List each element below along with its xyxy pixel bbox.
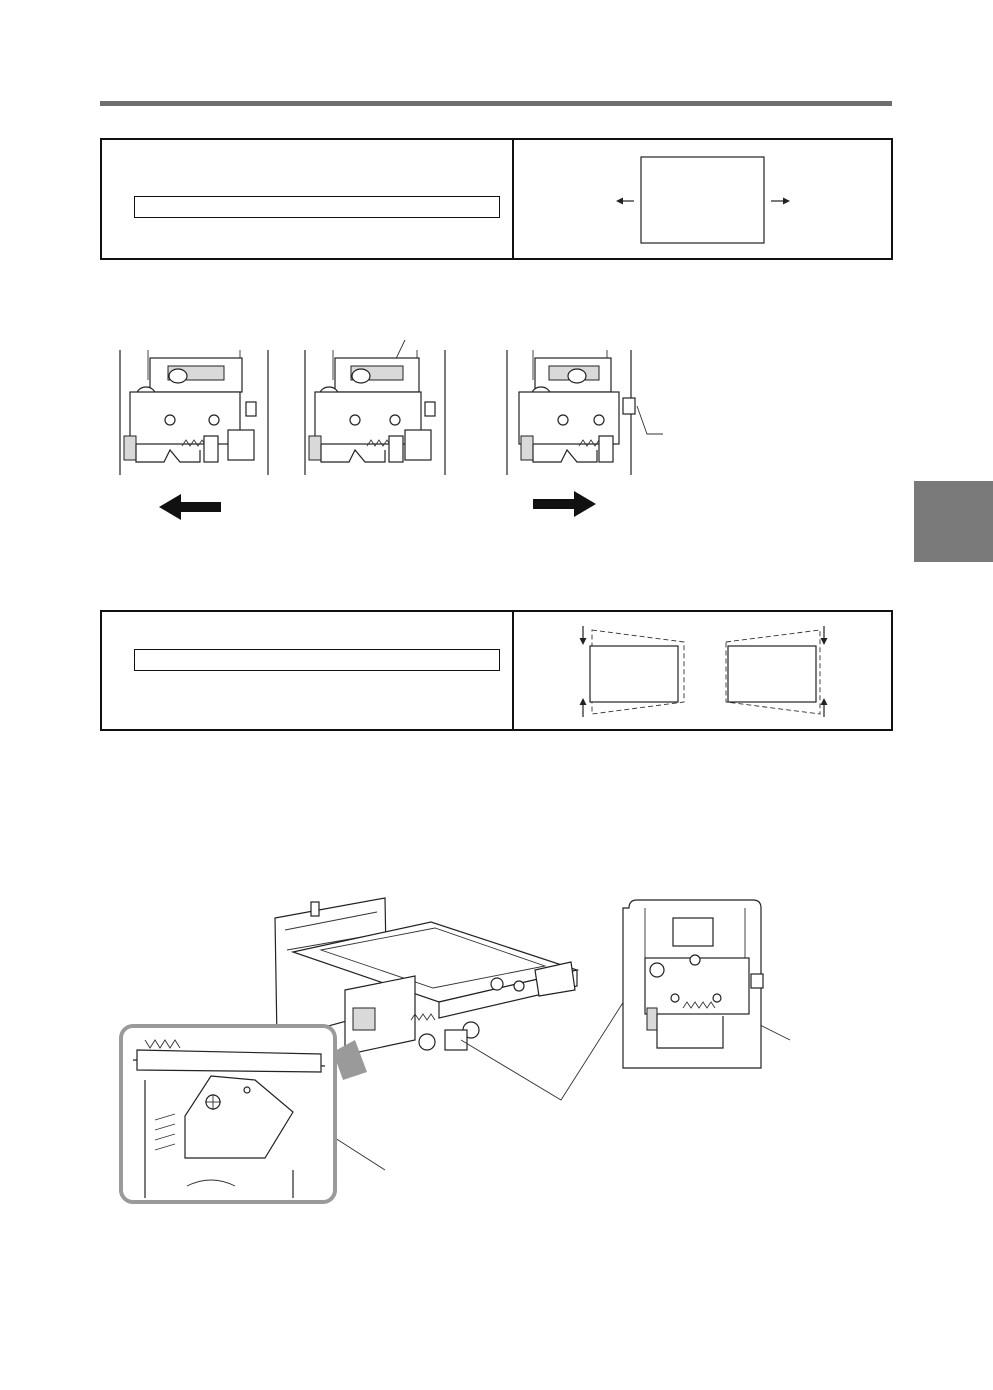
chapter-tab: [914, 481, 993, 562]
big-arrow-left-icon: [159, 494, 221, 520]
arrow-down-icon: [820, 626, 828, 645]
bracket-illustration: [119, 897, 791, 1204]
leader-line-bracket: [460, 967, 646, 1101]
bracket-perspective: [274, 897, 580, 1056]
arrow-left-icon: [616, 197, 634, 205]
keystone-diagram: [579, 626, 828, 717]
leader-line-knob: [636, 405, 663, 435]
box-divider: [512, 612, 514, 729]
bracket-front: [622, 899, 764, 1069]
text-field: [134, 649, 500, 671]
arrow-up-icon: [579, 698, 587, 717]
adjustment-sequence: [119, 339, 663, 520]
header-rule: [100, 101, 892, 106]
arrow-right-icon: [771, 197, 790, 205]
horizontal-shift-box: [100, 138, 893, 260]
keystone-box: [100, 610, 893, 731]
horizontal-shift-diagram: [616, 156, 790, 244]
arrow-down-icon: [579, 626, 587, 645]
adjuster-right: [506, 350, 636, 475]
box-divider: [512, 140, 514, 258]
text-field: [134, 196, 500, 218]
arrow-up-icon: [820, 698, 828, 717]
detail-inset: [119, 1024, 367, 1204]
adjuster-left: [119, 350, 269, 475]
adjuster-center: [304, 350, 446, 475]
big-arrow-right-icon: [533, 491, 596, 517]
